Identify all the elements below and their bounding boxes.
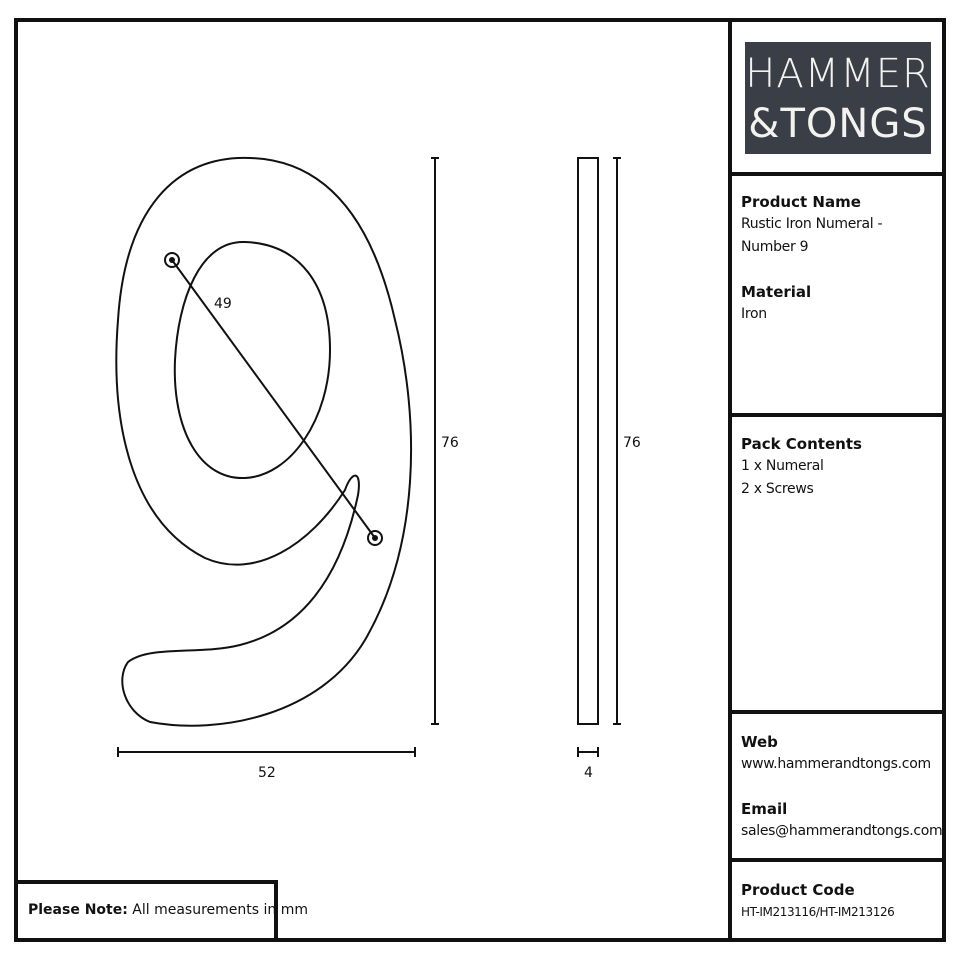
web-url: www.hammerandtongs.com xyxy=(741,756,931,772)
note-body: All measurements in mm xyxy=(127,902,308,918)
product-name-label: Product Name xyxy=(741,193,861,211)
product-info: Product Name Rustic Iron Numeral - Numbe… xyxy=(741,191,941,326)
numeral-side-view xyxy=(577,157,599,725)
product-name-line2: Number 9 xyxy=(741,239,809,255)
web-label: Web xyxy=(741,733,778,751)
brand-logo: HAMMER &TONGS xyxy=(745,42,931,154)
contact-info: Web www.hammerandtongs.com Email sales@h… xyxy=(741,731,943,843)
height-front-label: 76 xyxy=(441,435,459,451)
email-address: sales@hammerandtongs.com xyxy=(741,823,943,839)
height-side-label: 76 xyxy=(623,435,641,451)
pack-item: 1 x Numeral xyxy=(741,458,824,474)
screw-hole-top xyxy=(164,252,180,268)
product-name-line1: Rustic Iron Numeral - xyxy=(741,216,883,232)
product-code-value: HT-IM213116/HT-IM213126 xyxy=(741,905,895,919)
logo-text-line2: &TONGS xyxy=(748,101,928,147)
note-prefix: Please Note: xyxy=(28,902,128,918)
numeral-outline-front xyxy=(115,156,413,727)
material-value: Iron xyxy=(741,306,767,322)
email-label: Email xyxy=(741,800,788,818)
product-code: Product Code HT-IM213116/HT-IM213126 xyxy=(741,879,941,924)
hole-spacing-label: 49 xyxy=(214,296,232,312)
product-code-label: Product Code xyxy=(741,881,855,899)
thickness-label: 4 xyxy=(584,765,593,781)
numeral-inner-counter xyxy=(173,240,332,480)
info-panel-divider xyxy=(728,18,732,942)
panel-separator-pack xyxy=(728,710,946,714)
panel-separator-product xyxy=(728,413,946,417)
pack-contents: Pack Contents 1 x Numeral 2 x Screws xyxy=(741,433,941,501)
pack-item: 2 x Screws xyxy=(741,481,814,497)
panel-separator-contact xyxy=(728,858,946,862)
measurement-note: Please Note: All measurements in mm xyxy=(14,880,308,942)
screw-hole-bottom xyxy=(367,530,383,546)
pack-contents-label: Pack Contents xyxy=(741,435,862,453)
drawing-frame xyxy=(14,18,946,942)
measurement-note-text: Please Note: All measurements in mm xyxy=(28,902,308,918)
material-label: Material xyxy=(741,283,812,301)
logo-text-line1: HAMMER xyxy=(745,51,931,97)
panel-separator-logo xyxy=(728,172,946,176)
width-label: 52 xyxy=(258,765,276,781)
hole-spacing-line xyxy=(171,259,376,539)
